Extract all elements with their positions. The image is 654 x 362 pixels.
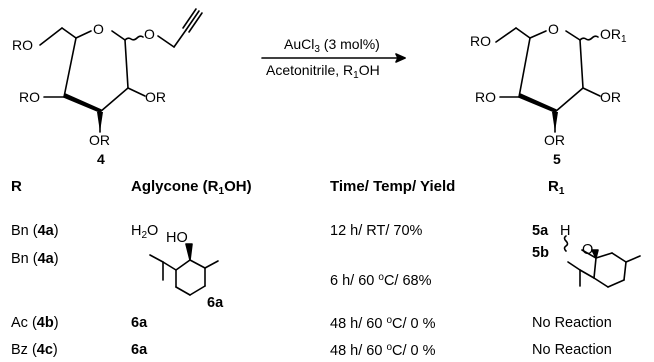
product-ring-oxygen: O (548, 21, 559, 37)
row2-r: Bn (4a) (11, 251, 59, 267)
header-r1: R1 (548, 178, 565, 197)
row2-product: 5b (532, 245, 549, 261)
reactant-ro-top: RO (12, 37, 33, 53)
menthol-oh-wedge (185, 243, 193, 261)
row4-aglycone: 6a (131, 342, 148, 358)
menthyl-wedge (591, 249, 599, 259)
row1-conditions: 12 h/ RT/ 70% (330, 223, 423, 239)
reactant-ring-oxygen: O (93, 21, 104, 37)
reactant-c3-wedge (97, 112, 103, 132)
product-number: 5 (553, 151, 561, 167)
row4-r1: No Reaction (532, 342, 612, 358)
row4-conditions: 48 h/ 60 oC/ 0 % (330, 342, 436, 359)
row2-r1-oxygen: O (582, 242, 594, 258)
product-ro-left: RO (475, 89, 496, 105)
reactant-or-bottom: OR (89, 132, 110, 148)
header-conditions: Time/ Temp/ Yield (330, 178, 456, 195)
row2-menthol-ho: HO (166, 230, 188, 246)
row1-r: Bn (4a) (11, 223, 59, 239)
reactant-or-right: OR (145, 89, 166, 105)
row4-r: Bz (4c) (11, 342, 58, 358)
catalyst-label: AuCl3 (3 mol%) (284, 36, 380, 55)
reactant-number: 4 (97, 151, 105, 167)
product-or-right: OR (600, 89, 621, 105)
reactant-ro-left: RO (19, 89, 40, 105)
row3-conditions: 48 h/ 60 oC/ 0 % (330, 315, 436, 332)
product-c3-wedge (552, 112, 558, 132)
row2-conditions: 6 h/ 60 oC/ 68% (330, 272, 432, 289)
header-r: R (11, 178, 22, 195)
row1-product: 5a (532, 223, 549, 239)
product-ro-top: RO (470, 33, 491, 49)
header-aglycone: Aglycone (R1OH) (131, 178, 252, 197)
row2-aglycone-label: 6a (207, 295, 224, 311)
menthyl-r1-structure (563, 235, 641, 288)
row3-aglycone: 6a (131, 315, 148, 331)
product-anomeric-or1: OR1 (600, 26, 627, 45)
row1-r1: H (560, 223, 571, 239)
reactant-bold-edge (63, 93, 102, 113)
reaction-arrowhead (395, 53, 406, 63)
row3-r1: No Reaction (532, 315, 612, 331)
product-ring (495, 27, 601, 133)
reactant-anomeric-oxygen: O (144, 26, 155, 42)
solvent-label: Acetonitrile, R1OH (266, 62, 380, 81)
menthol-structure (149, 254, 219, 296)
reactant-ring (39, 8, 203, 133)
product-or-bottom: OR (544, 132, 565, 148)
row1-aglycone: H2O (131, 223, 159, 241)
product-bold-edge (518, 93, 557, 113)
row3-r: Ac (4b) (11, 315, 59, 331)
